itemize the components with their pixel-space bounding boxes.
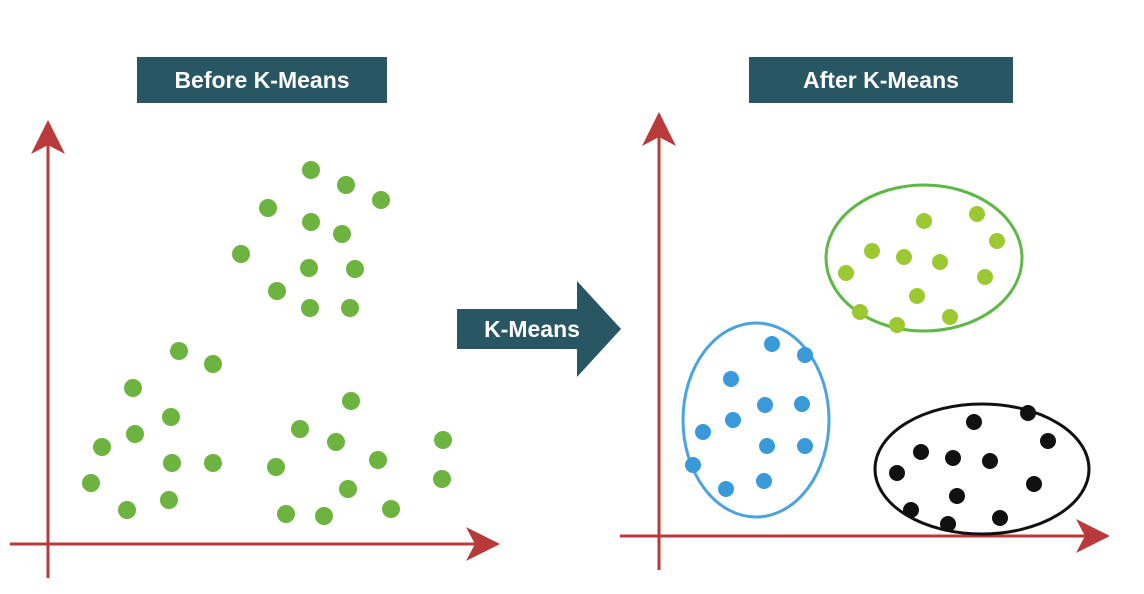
cluster-blue-point-8 bbox=[759, 438, 775, 454]
before-point-2 bbox=[337, 176, 355, 194]
before-point-25 bbox=[291, 420, 309, 438]
after-y-axis-arrowhead bbox=[642, 112, 676, 146]
cluster-black-point-10 bbox=[903, 502, 919, 518]
cluster-black-point-2 bbox=[1020, 405, 1036, 421]
before-point-1 bbox=[302, 161, 320, 179]
cluster-lime-point-8 bbox=[977, 269, 993, 285]
cluster-black-point-7 bbox=[889, 465, 905, 481]
cluster-lime-point-5 bbox=[896, 249, 912, 265]
cluster-lime-point-7 bbox=[838, 265, 854, 281]
before-x-axis-arrowhead bbox=[466, 527, 500, 561]
cluster-blue-point-3 bbox=[723, 371, 739, 387]
cluster-black-point-6 bbox=[982, 453, 998, 469]
before-k-means-title: Before K-Means bbox=[137, 57, 387, 103]
cluster-lime-point-3 bbox=[989, 233, 1005, 249]
k-means-arrow-shape bbox=[457, 281, 621, 377]
cluster-blue-point-9 bbox=[797, 438, 813, 454]
cluster-blue-point-2 bbox=[797, 347, 813, 363]
cluster-lime-point-9 bbox=[909, 288, 925, 304]
cluster-black-point-3 bbox=[1040, 433, 1056, 449]
before-point-24 bbox=[342, 392, 360, 410]
cluster-blue-points bbox=[685, 336, 813, 497]
cluster-black-point-5 bbox=[945, 450, 961, 466]
before-point-15 bbox=[124, 379, 142, 397]
before-point-12 bbox=[341, 299, 359, 317]
cluster-blue-point-7 bbox=[695, 424, 711, 440]
cluster-lime-point-10 bbox=[852, 304, 868, 320]
cluster-black-point-11 bbox=[940, 516, 956, 532]
before-point-27 bbox=[434, 431, 452, 449]
k-means-arrow-label: K-Means bbox=[484, 316, 580, 342]
before-point-32 bbox=[277, 505, 295, 523]
cluster-blue-point-11 bbox=[756, 473, 772, 489]
cluster-green-ellipse bbox=[824, 183, 1024, 333]
cluster-lime-point-6 bbox=[932, 254, 948, 270]
cluster-black-point-9 bbox=[949, 488, 965, 504]
cluster-blue-point-1 bbox=[764, 336, 780, 352]
cluster-lime-point-1 bbox=[916, 213, 932, 229]
before-point-18 bbox=[93, 438, 111, 456]
before-y-axis-arrowhead bbox=[31, 120, 65, 154]
cluster-black-point-1 bbox=[966, 414, 982, 430]
before-point-20 bbox=[204, 454, 222, 472]
before-point-11 bbox=[301, 299, 319, 317]
before-point-31 bbox=[339, 480, 357, 498]
cluster-black-points bbox=[889, 405, 1056, 532]
cluster-blue-ellipse bbox=[681, 321, 831, 519]
cluster-black-ellipse bbox=[873, 402, 1091, 536]
before-point-33 bbox=[315, 507, 333, 525]
cluster-black-point-8 bbox=[1026, 476, 1042, 492]
cluster-blue-point-5 bbox=[794, 396, 810, 412]
cluster-blue-point-12 bbox=[718, 481, 734, 497]
before-point-26 bbox=[327, 433, 345, 451]
before-point-13 bbox=[170, 342, 188, 360]
before-point-17 bbox=[126, 425, 144, 443]
before-point-34 bbox=[382, 500, 400, 518]
before-point-29 bbox=[267, 458, 285, 476]
cluster-lime-point-12 bbox=[942, 309, 958, 325]
before-point-7 bbox=[232, 245, 250, 263]
before-axes bbox=[10, 120, 500, 578]
before-point-30 bbox=[433, 470, 451, 488]
before-point-16 bbox=[162, 408, 180, 426]
before-point-3 bbox=[372, 191, 390, 209]
after-axes bbox=[620, 112, 1110, 570]
before-point-9 bbox=[346, 260, 364, 278]
after-k-means-title: After K-Means bbox=[749, 57, 1013, 103]
before-point-22 bbox=[160, 491, 178, 509]
before-point-5 bbox=[302, 213, 320, 231]
cluster-black-point-4 bbox=[913, 444, 929, 460]
cluster-blue-point-4 bbox=[757, 397, 773, 413]
cluster-blue-point-10 bbox=[685, 457, 701, 473]
before-point-23 bbox=[118, 501, 136, 519]
cluster-blue-point-6 bbox=[725, 412, 741, 428]
before-point-21 bbox=[82, 474, 100, 492]
before-point-28 bbox=[369, 451, 387, 469]
k-means-arrow bbox=[457, 281, 621, 377]
before-point-4 bbox=[259, 199, 277, 217]
before-point-8 bbox=[300, 259, 318, 277]
cluster-lime-point-2 bbox=[969, 206, 985, 222]
before-point-6 bbox=[333, 225, 351, 243]
before-point-10 bbox=[268, 282, 286, 300]
after-x-axis-arrowhead bbox=[1076, 519, 1110, 553]
cluster-black-point-12 bbox=[992, 510, 1008, 526]
before-points bbox=[82, 161, 452, 525]
cluster-lime-point-11 bbox=[889, 317, 905, 333]
before-point-19 bbox=[163, 454, 181, 472]
before-point-14 bbox=[204, 355, 222, 373]
cluster-lime-points bbox=[838, 206, 1005, 333]
cluster-lime-point-4 bbox=[864, 243, 880, 259]
